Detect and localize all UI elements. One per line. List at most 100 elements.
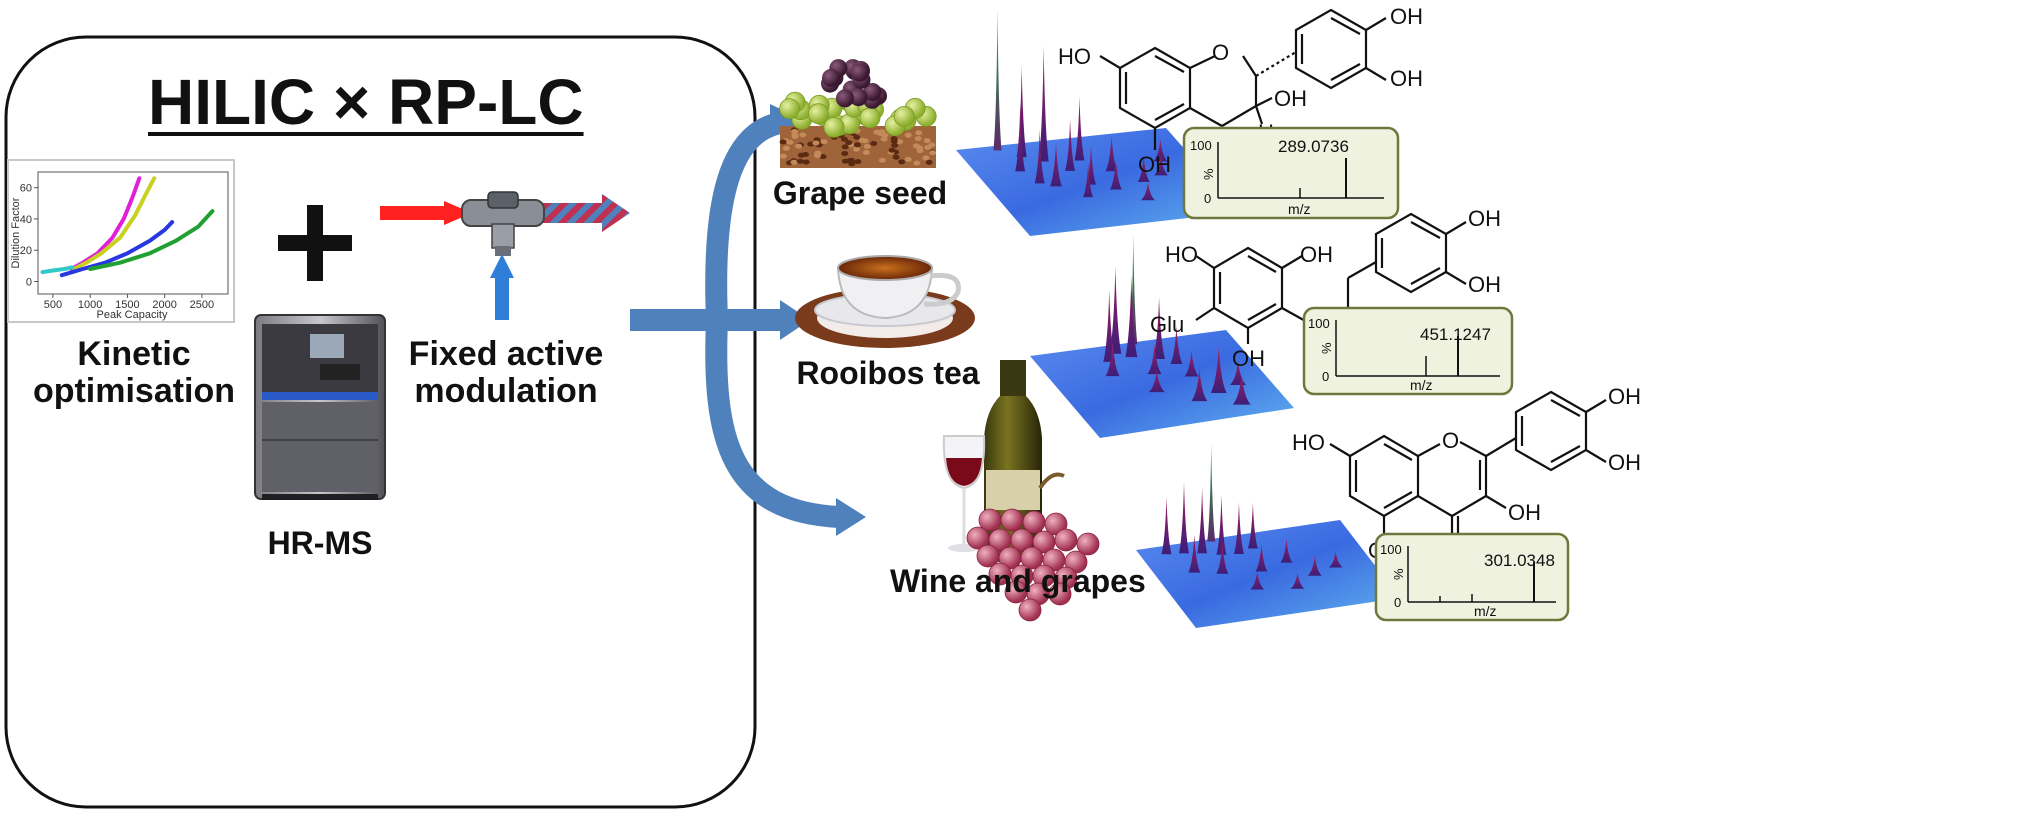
catechin-label-oh-1: OH	[1390, 4, 1423, 29]
ms1-x-unit: m/z	[1288, 201, 1311, 217]
ms2-y-zero: 0	[1322, 369, 1329, 384]
aspalathin-label-oh-4: OH	[1468, 272, 1501, 297]
surface-peak	[1141, 182, 1155, 201]
catechin-label-ho: HO	[1058, 44, 1091, 69]
surface-peak	[1083, 163, 1094, 198]
kp-series-line	[88, 209, 215, 271]
surface-plot-2	[1030, 234, 1294, 438]
plus-sign	[278, 205, 352, 281]
surface-peak	[1137, 155, 1150, 182]
ms2-x-unit: m/z	[1410, 377, 1433, 393]
kp-series-line	[71, 176, 157, 271]
ms3-y-unit: %	[1391, 568, 1406, 580]
ms1-y-zero: 0	[1204, 191, 1211, 206]
surface-plot-3	[1136, 443, 1400, 628]
surface-peak	[1125, 275, 1138, 358]
kinetic-plot-ylabel: Dilution Factor	[10, 197, 22, 268]
surface-peak	[1191, 369, 1208, 402]
kp-series-line	[59, 220, 175, 278]
ms1-y-unit: %	[1201, 168, 1216, 180]
kp-ytick-label: 20	[20, 245, 32, 257]
kp-ytick-label: 40	[20, 214, 32, 226]
surface-peak	[1216, 541, 1229, 574]
surface-peak	[1103, 289, 1116, 362]
surface-peak	[1105, 342, 1120, 377]
surface-peak	[1216, 494, 1227, 555]
aspalathin-label-oh-3: OH	[1468, 206, 1501, 231]
chemical-structure-quercetin	[1329, 390, 1607, 540]
surface-peak	[1197, 487, 1208, 554]
sample-label-wine-and-grapes: Wine and grapes	[890, 563, 1146, 599]
mass-spectrum-3: 100 0 % m/z 301.0348	[1374, 532, 1570, 622]
surface-peak	[1188, 534, 1201, 573]
surface-peak	[1184, 350, 1199, 377]
quercetin-label-oh-3: OH	[1608, 384, 1641, 409]
ms2-y-top: 100	[1308, 316, 1330, 331]
surface-peak	[993, 8, 1002, 151]
quercetin-label-ho: HO	[1292, 430, 1325, 455]
surface-peak	[1210, 347, 1227, 394]
aspalathin-label-ho: HO	[1165, 242, 1198, 267]
surface-peak	[1247, 502, 1258, 549]
catechin-label-oh-2: OH	[1390, 66, 1423, 91]
surface-peak	[1148, 370, 1165, 393]
mass-spectrum-1: 100 0 % m/z 289.0736	[1182, 126, 1400, 220]
ms3-y-top: 100	[1380, 542, 1402, 557]
sample-label-grape-seed: Grape seed	[772, 175, 948, 211]
surface-peak	[1170, 325, 1183, 364]
rooibos-tea-image	[795, 255, 975, 348]
surface-peak	[1250, 571, 1265, 590]
surface-peak	[1290, 572, 1305, 589]
surface-peak	[1154, 155, 1168, 176]
kp-ytick-label: 60	[20, 183, 32, 195]
wine-and-grapes-image	[942, 360, 1100, 622]
ms3-x-unit: m/z	[1474, 603, 1497, 619]
hrms-instrument-image	[254, 314, 386, 500]
kinetic-plot-xlabel: Peak Capacity	[97, 309, 168, 321]
surface-peak	[1179, 481, 1189, 554]
ms2-peak-mz: 451.1247	[1420, 325, 1491, 344]
surface-peak	[1232, 374, 1251, 405]
surface-peak	[1153, 296, 1166, 359]
svg-text:O: O	[1212, 40, 1229, 65]
mass-spectrum-2: 100 0 % m/z 451.1247	[1302, 306, 1514, 396]
surface-peak	[1034, 129, 1045, 184]
grape-seed-image	[779, 59, 937, 168]
surface-peak	[1328, 551, 1343, 568]
kp-xtick-label: 2500	[190, 299, 214, 311]
ms3-peak-mz: 301.0348	[1484, 551, 1555, 570]
hrms-label: HR-MS	[267, 525, 373, 561]
kp-xtick-label: 500	[44, 299, 62, 311]
surface-peak	[1074, 96, 1085, 161]
surface-peak	[1109, 159, 1122, 190]
kp-xtick-label: 1500	[115, 299, 139, 311]
surface-peak	[1147, 344, 1162, 375]
surface-peak	[1105, 135, 1118, 172]
surface-plot-1	[956, 8, 1240, 236]
sample-label-rooibos-tea: Rooibos tea	[796, 355, 980, 391]
surface-peak	[1307, 555, 1322, 576]
flow-arrows	[630, 112, 841, 528]
ms1-y-top: 100	[1190, 138, 1212, 153]
kp-ytick-label: 0	[26, 276, 32, 288]
surface-peak	[1153, 139, 1168, 162]
catechin-label-oh-4: OH	[1274, 86, 1307, 111]
kinetic-optimisation-label: Kinetic optimisation	[32, 335, 236, 410]
ms2-y-unit: %	[1319, 342, 1334, 354]
main-title: HILIC × RP-LC	[148, 66, 584, 138]
kp-xtick-label: 2000	[152, 299, 176, 311]
surface-peak	[1038, 45, 1049, 162]
fixed-active-modulation-label: Fixed active modulation	[408, 335, 604, 410]
surface-peak	[1050, 142, 1062, 187]
aspalathin-label-glu: Glu	[1150, 312, 1184, 337]
modulation-schematic	[380, 191, 630, 320]
surface-peak	[1207, 443, 1216, 542]
surface-peak	[1280, 538, 1293, 563]
surface-peak	[1109, 265, 1122, 354]
ms1-peak-mz: 289.0736	[1278, 137, 1349, 156]
surface-peak	[1255, 543, 1268, 572]
flow-arrowheads	[770, 104, 866, 536]
surface-peak	[1233, 501, 1244, 554]
